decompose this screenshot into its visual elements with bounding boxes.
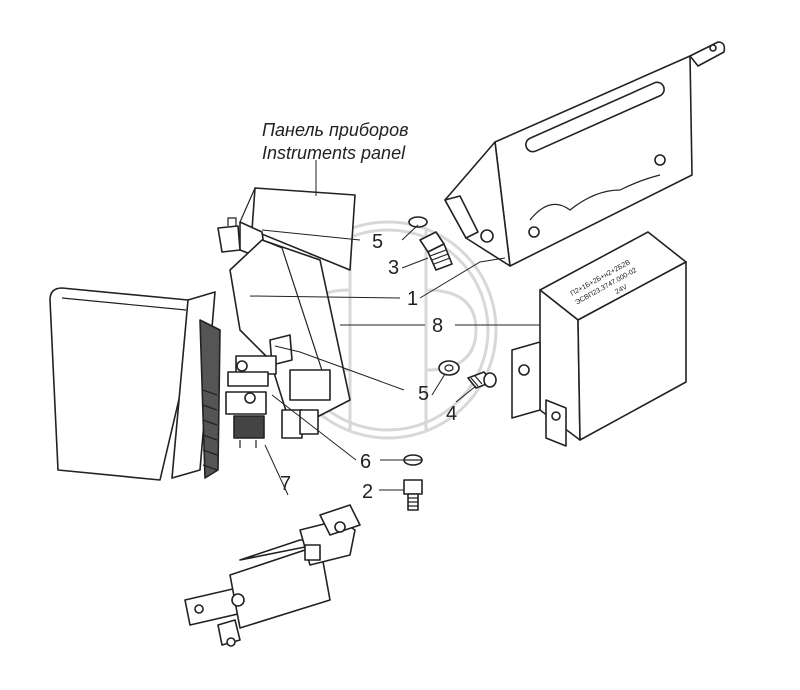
leader-lines [249, 160, 540, 496]
lock-washer-6 [403, 454, 423, 466]
callout-1: 1 [407, 288, 418, 310]
washer-5-lower [438, 360, 460, 376]
bolt-2 [403, 479, 423, 511]
screw-4 [467, 371, 497, 389]
callout-4: 4 [446, 403, 457, 425]
bracket-plate [229, 239, 351, 439]
callout-6: 6 [360, 451, 371, 473]
relay-unit-7 [184, 504, 361, 647]
caption-ru: Панель приборов [262, 120, 408, 140]
bolt-3 [419, 231, 453, 271]
callout-7: 7 [280, 473, 291, 495]
electronic-unit: П2+1Б+2Б+н2+2Б2В ЭСВП23.3747.000-02 24V [511, 231, 687, 447]
callout-8: 8 [432, 315, 443, 337]
callout-5-top: 5 [372, 231, 383, 253]
side-panel [49, 287, 221, 481]
instruments-panel [217, 187, 356, 271]
caption-en: Instruments panel [262, 143, 406, 163]
mounting-bracket [444, 41, 726, 267]
callout-2: 2 [362, 481, 373, 503]
callout-3: 3 [388, 257, 399, 279]
relay-holder [225, 355, 277, 448]
washer-5-top [408, 216, 428, 228]
callout-5-lower: 5 [418, 383, 429, 405]
